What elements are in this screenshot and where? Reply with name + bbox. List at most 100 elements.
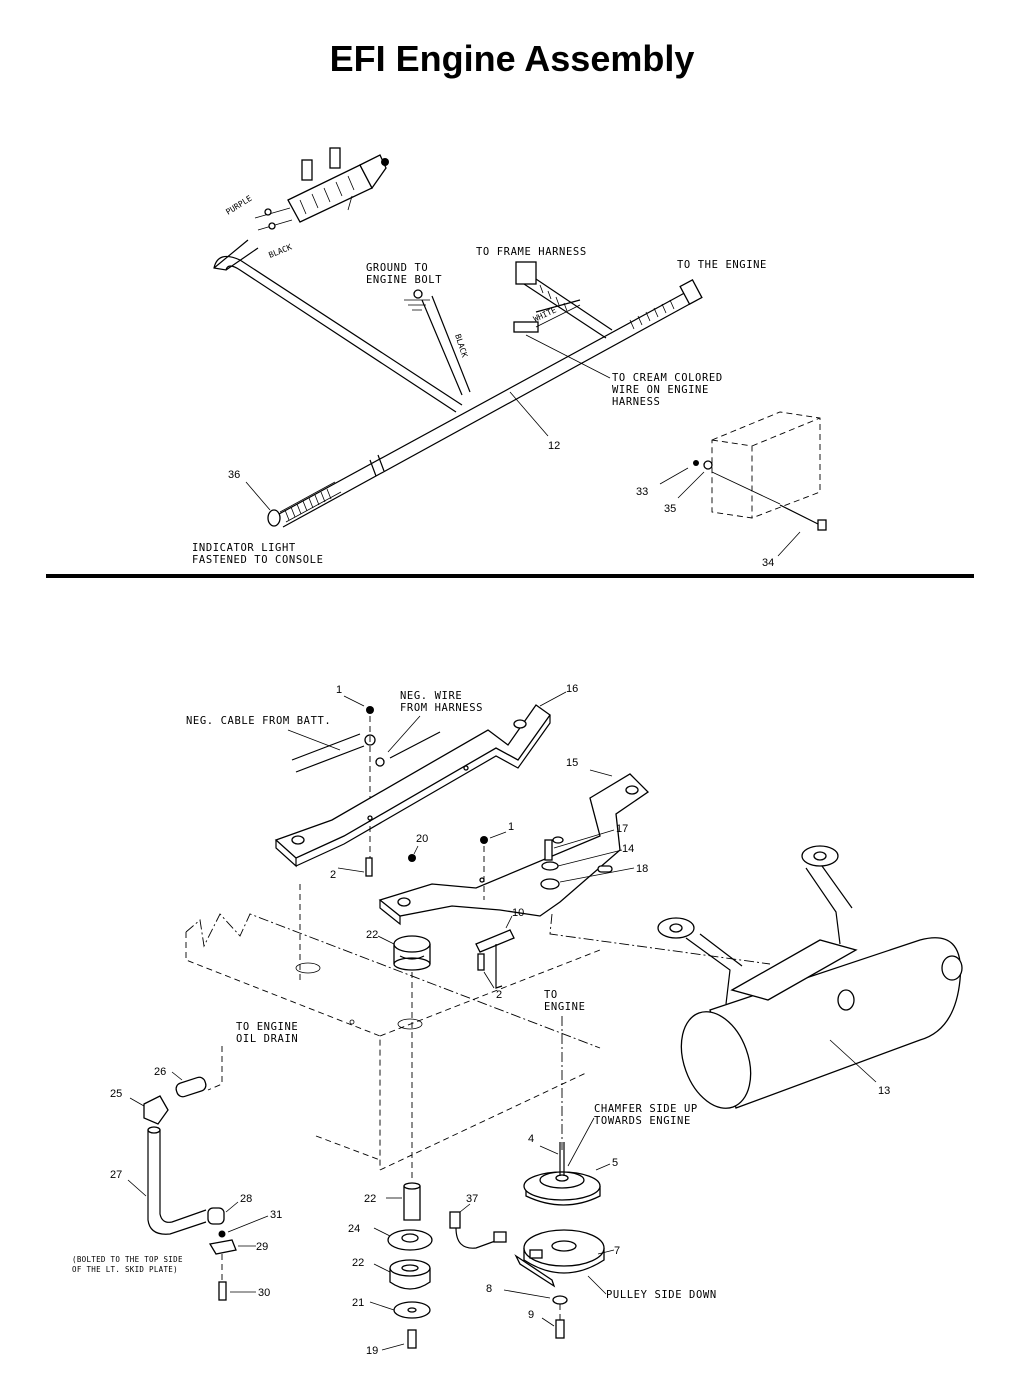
- clamp-29: [208, 1239, 237, 1255]
- clutch-connector-37: [449, 1211, 507, 1249]
- nut-1-right: [480, 836, 488, 844]
- bolt-30: [218, 1281, 227, 1301]
- callout-25: 25: [110, 1088, 122, 1100]
- indicator-light-36: [267, 509, 281, 527]
- clutch-7: [514, 1229, 605, 1288]
- callout-10: 10: [512, 907, 524, 919]
- callout-5: 5: [612, 1157, 618, 1169]
- callout-13: 13: [878, 1085, 890, 1097]
- callout-22-bottom: 22: [352, 1257, 364, 1269]
- drain-tube-27: [147, 1126, 207, 1235]
- neg-cable-label: NEG. CABLE FROM BATT.: [186, 715, 331, 727]
- callout-30: 30: [258, 1287, 270, 1299]
- fuel-sensor-assembly: [254, 147, 389, 231]
- callout-22-middle: 22: [364, 1193, 376, 1205]
- cap-28: [207, 1207, 225, 1225]
- white-wire-label: WHITE: [532, 305, 558, 323]
- callout-19: 19: [366, 1345, 378, 1357]
- pulley-side-label: PULLEY SIDE DOWN: [606, 1289, 717, 1301]
- callout-12: 12: [548, 440, 560, 452]
- nut-33: [693, 460, 699, 466]
- bracket-10: [475, 929, 515, 953]
- washer-18: [540, 878, 560, 890]
- washer-35: [703, 460, 713, 470]
- callout-31: 31: [270, 1209, 282, 1221]
- callout-24: 24: [348, 1223, 360, 1235]
- neg-wire-label-line2: FROM HARNESS: [400, 702, 483, 714]
- isolator-22-bottom: [389, 1259, 431, 1290]
- ground-bolt: [413, 289, 423, 299]
- callout-26: 26: [154, 1066, 166, 1078]
- indicator-label-line1: INDICATOR LIGHT: [192, 542, 296, 554]
- cream-label-line1: TO CREAM COLORED: [612, 372, 723, 384]
- callout-14: 14: [622, 843, 634, 855]
- bolt-2-right: [477, 953, 485, 971]
- callout-20: 20: [416, 833, 428, 845]
- page-title: EFI Engine Assembly: [329, 38, 695, 79]
- ground-label-line2: ENGINE BOLT: [366, 274, 442, 286]
- bolted-label-line1: (BOLTED TO THE TOP SIDE: [72, 1255, 183, 1264]
- oil-drain-label-line2: OIL DRAIN: [236, 1033, 298, 1045]
- chamfer-label-line2: TOWARDS ENGINE: [594, 1115, 691, 1127]
- callout-7: 7: [614, 1245, 620, 1257]
- callout-2-left: 2: [330, 869, 336, 881]
- callout-33: 33: [636, 486, 648, 498]
- frame-harness-connector: [515, 261, 537, 285]
- callout-21: 21: [352, 1297, 364, 1309]
- callout-28: 28: [240, 1193, 252, 1205]
- muffler-13: [657, 845, 963, 1109]
- callout-29: 29: [256, 1241, 268, 1253]
- nut-31: [218, 1230, 226, 1238]
- pulley-5: [523, 1171, 601, 1206]
- wiring-harness-section: PURPLE BLACK GROUND TO ENGINE BOLT BLACK…: [192, 147, 827, 569]
- washer-8: [552, 1295, 568, 1305]
- white-wire-terminal: [513, 321, 539, 333]
- callout-35: 35: [664, 503, 676, 515]
- indicator-label-line2: FASTENED TO CONSOLE: [192, 554, 324, 566]
- washer-24: [387, 1229, 433, 1251]
- to-engine-center-line1: TO: [544, 989, 558, 1001]
- chamfer-label-line1: CHAMFER SIDE UP: [594, 1103, 698, 1115]
- cream-label-line2: WIRE ON ENGINE: [612, 384, 709, 396]
- frame-outline-dashed: [185, 880, 601, 1171]
- callout-37: 37: [466, 1193, 478, 1205]
- callout-16: 16: [566, 683, 578, 695]
- callout-9: 9: [528, 1309, 534, 1321]
- washer-21: [393, 1301, 431, 1319]
- bolt-34: [817, 519, 827, 531]
- nut-1-top: [366, 706, 374, 714]
- key-4: [559, 1142, 565, 1176]
- section-divider: [46, 574, 974, 578]
- callout-36: 36: [228, 469, 240, 481]
- harness-clamp: [369, 454, 385, 477]
- oil-drain-label-line1: TO ENGINE: [236, 1021, 298, 1033]
- callout-17: 17: [616, 823, 628, 835]
- bolt-2-left: [365, 857, 373, 877]
- bolt-17: [544, 839, 553, 861]
- callout-1-top: 1: [336, 684, 342, 696]
- callout-4: 4: [528, 1133, 534, 1145]
- callout-22-top: 22: [366, 929, 378, 941]
- engine-bracket-16: [274, 704, 551, 868]
- purple-wire-label: PURPLE: [224, 194, 253, 217]
- callout-18: 18: [636, 863, 648, 875]
- neg-wire-label-line1: NEG. WIRE: [400, 690, 462, 702]
- to-engine-center-line2: ENGINE: [544, 1001, 586, 1013]
- callout-1-right: 1: [508, 821, 514, 833]
- frame-harness-label: TO FRAME HARNESS: [476, 246, 587, 258]
- cream-label-line3: HARNESS: [612, 396, 660, 408]
- hose-26: [175, 1076, 207, 1098]
- engine-connector: [679, 279, 703, 305]
- callout-27: 27: [110, 1169, 122, 1181]
- to-engine-label: TO THE ENGINE: [677, 259, 767, 271]
- washer-14: [541, 861, 559, 871]
- bolt-9: [555, 1319, 565, 1339]
- harness-corrugation-left: [279, 481, 342, 523]
- nut-20: [408, 854, 416, 862]
- spacer-22-middle: [403, 1182, 421, 1221]
- callout-8: 8: [486, 1283, 492, 1295]
- ecu-box-dashed: [711, 411, 821, 519]
- callout-2-right: 2: [496, 989, 502, 1001]
- isolator-22-top: [393, 935, 431, 971]
